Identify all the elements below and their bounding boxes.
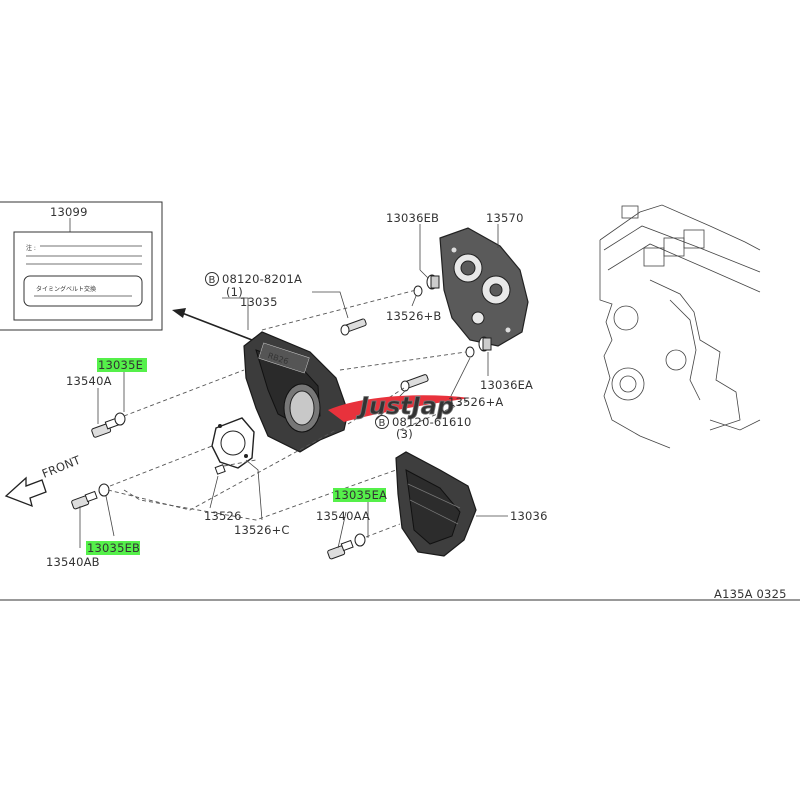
- b-symbol-1: B: [209, 275, 216, 286]
- bolt-13540AB: [71, 490, 98, 510]
- part-13526B-label: 13526+B: [386, 309, 442, 323]
- rear-timing-cover: [439, 227, 529, 347]
- bolt-08120-8201A: [340, 318, 367, 336]
- washer-13526A: [465, 346, 475, 358]
- qty-1-label: (1): [226, 285, 243, 299]
- part-13035EA-label: 13035EA: [334, 488, 387, 502]
- b-symbol-icon: [205, 272, 219, 286]
- b-symbol-2: B: [379, 418, 386, 429]
- diagram-code: A135A 0325: [714, 587, 787, 601]
- part-13540AB-label: 13540AB: [46, 555, 100, 569]
- part-13526A-label: 13526+A: [448, 395, 504, 409]
- part-08120-61610-label: 08120-61610: [392, 415, 472, 429]
- bolt-08120-61610: [400, 374, 429, 392]
- washer-13035EA: [354, 533, 366, 547]
- timing-belt-warning-text: タイミングベルト交換: [36, 285, 96, 293]
- grommet-13036EA: [478, 336, 492, 352]
- washer-13526B: [413, 285, 423, 297]
- label-inset: 13099 注 : タイミングベルト交換: [0, 201, 163, 331]
- part-13099-label: 13099: [50, 205, 88, 219]
- part-13035E-label: 13035E: [98, 358, 143, 372]
- part-13036EB-label: 13036EB: [386, 211, 439, 225]
- b-symbol-icon-2: [375, 415, 389, 429]
- part-13526-label: 13526: [204, 509, 242, 523]
- part-13035EB-label: 13035EB: [87, 541, 140, 555]
- watermark-text: JustJap: [356, 392, 454, 420]
- qty-3-label: (3): [396, 427, 413, 441]
- part-13540AA-label: 13540AA: [316, 509, 370, 523]
- part-13035-label: 13035: [240, 295, 278, 309]
- highlight-13035EA: [333, 488, 386, 502]
- bolt-13540AA: [327, 539, 354, 560]
- part-13570-label: 13570: [486, 211, 524, 225]
- highlight-13035E: [97, 358, 147, 372]
- front-label: FRONT: [40, 452, 83, 480]
- part-13036EA-label: 13036EA: [480, 378, 533, 392]
- grommet-13036EB: [426, 274, 440, 290]
- lower-timing-cover: [395, 451, 477, 557]
- washer-13035EB: [98, 483, 110, 497]
- gasket-plate: [211, 417, 255, 469]
- assembly-lines: [107, 289, 471, 538]
- front-direction-arrow: FRONT: [4, 452, 83, 508]
- part-13540A-label: 13540A: [66, 374, 112, 388]
- engine-outline: [599, 204, 761, 449]
- caution-text: 注 :: [26, 244, 36, 252]
- upper-timing-cover: RB26: [243, 331, 349, 453]
- watermark-logo: JustJap: [328, 392, 470, 422]
- highlight-13035EB: [86, 541, 140, 555]
- part-08120-8201A-label: 08120-8201A: [222, 272, 302, 286]
- washer-13035E: [114, 412, 126, 426]
- clip-13526: [214, 464, 226, 475]
- part-13526C-label: 13526+C: [234, 523, 290, 537]
- part-13036-label: 13036: [510, 509, 548, 523]
